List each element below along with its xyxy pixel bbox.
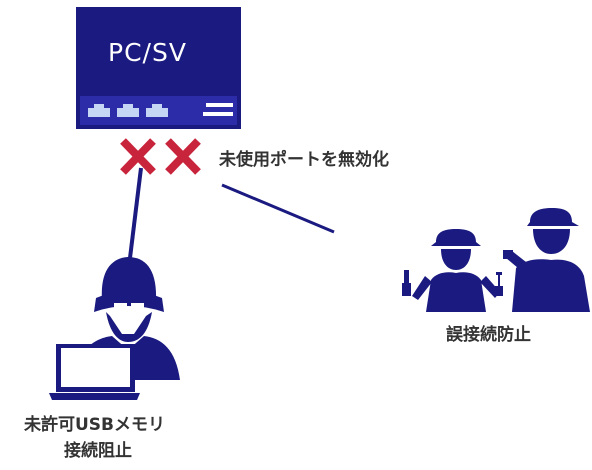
server-icon — [76, 7, 241, 129]
disabled-cross-icon — [120, 138, 156, 175]
laptop-icon — [49, 344, 140, 400]
disabled-cross-icon — [165, 138, 201, 175]
menu-lines-icon — [203, 103, 233, 116]
technician-icon — [503, 208, 590, 312]
lan-port-icon — [88, 104, 168, 117]
usb-connection-line — [128, 167, 143, 259]
technician-icon — [402, 229, 503, 312]
prevent-misconnection-label: 誤接続防止 — [446, 325, 531, 345]
server-label: PC/SV — [108, 38, 187, 67]
block-usb-label-line1: 未許可USBメモリ — [24, 415, 166, 435]
block-usb-label-line2: 接続阻止 — [64, 441, 132, 461]
misconnection-line — [221, 183, 335, 234]
disable-ports-label: 未使用ポートを無効化 — [219, 150, 389, 170]
